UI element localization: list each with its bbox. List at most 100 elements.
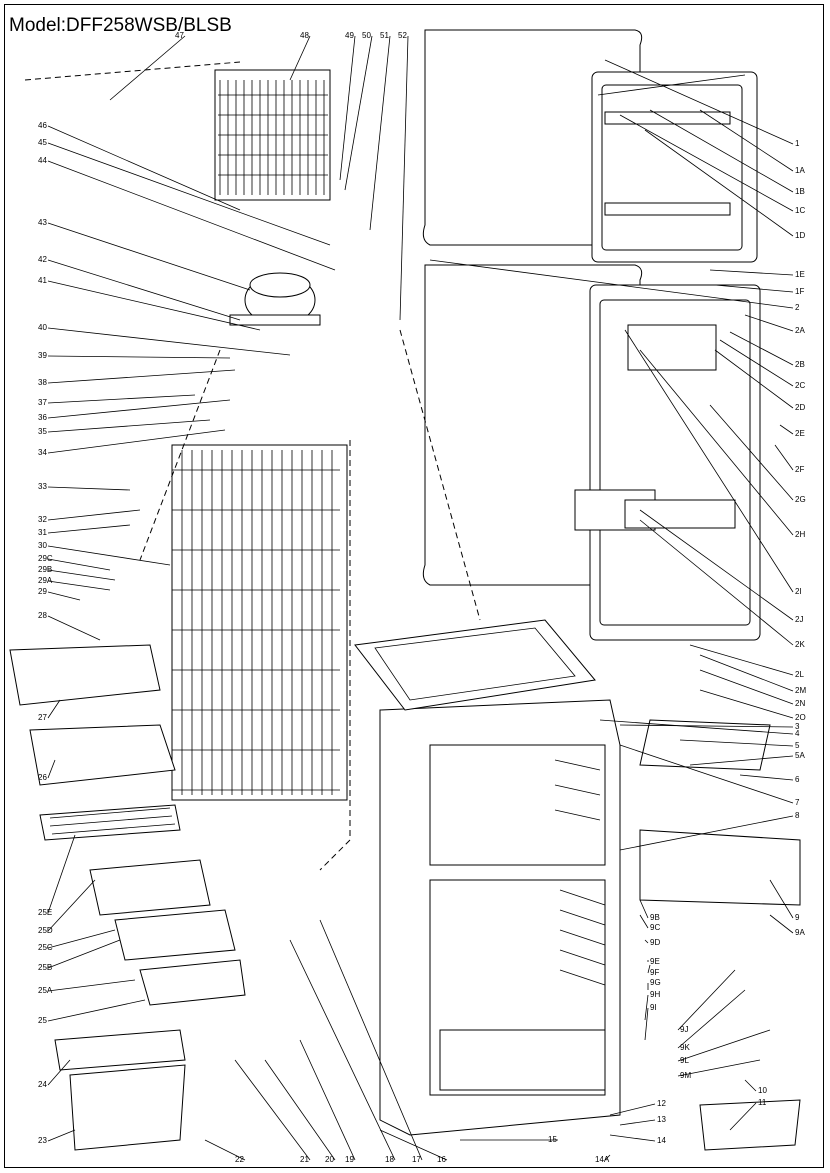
callout-14: 14 bbox=[657, 1136, 666, 1145]
leader-line-51 bbox=[369, 35, 391, 231]
leader-line-9D bbox=[644, 939, 649, 944]
callout-41: 41 bbox=[38, 276, 47, 285]
callout-1E: 1E bbox=[795, 270, 805, 279]
leader-line-1F bbox=[714, 284, 794, 293]
callout-11: 11 bbox=[758, 1098, 767, 1107]
leader-line-25D bbox=[47, 879, 96, 932]
leader-line-2O bbox=[699, 689, 794, 719]
leader-line-2I bbox=[624, 329, 794, 593]
leader-line-34 bbox=[47, 429, 226, 454]
leader-line-45 bbox=[47, 142, 331, 246]
leader-line-20 bbox=[264, 1059, 336, 1161]
callout-16: 16 bbox=[437, 1155, 446, 1164]
callout-2M: 2M bbox=[795, 686, 806, 695]
leader-line-49 bbox=[339, 35, 356, 181]
leader-line-3 bbox=[619, 724, 794, 728]
leader-line-1 bbox=[604, 59, 794, 145]
callout-2: 2 bbox=[795, 303, 800, 312]
callout-46: 46 bbox=[38, 121, 47, 130]
leader-line-25B bbox=[47, 939, 121, 969]
leader-line-9H bbox=[644, 994, 649, 1021]
leader-line-47 bbox=[109, 35, 186, 101]
fridge-door bbox=[422, 264, 761, 641]
callout-9G: 9G bbox=[650, 978, 661, 987]
diagram-frame bbox=[4, 4, 824, 1168]
leader-line-44 bbox=[47, 160, 336, 271]
leader-line-29B bbox=[47, 569, 116, 581]
leader-line-4 bbox=[599, 719, 794, 735]
leader-line-21 bbox=[234, 1059, 311, 1161]
callout-25C: 25C bbox=[38, 943, 53, 952]
leader-line-9 bbox=[769, 879, 794, 919]
callout-1F: 1F bbox=[795, 287, 804, 296]
refrigerator-cabinet bbox=[379, 699, 621, 1136]
leader-line-2J bbox=[639, 509, 794, 621]
leader-line-9J bbox=[677, 969, 736, 1031]
callout-15: 15 bbox=[548, 1135, 557, 1144]
callout-9A: 9A bbox=[795, 928, 805, 937]
model-title: Model:DFF258WSB/BLSB bbox=[9, 15, 232, 36]
leader-line-38 bbox=[47, 369, 236, 384]
leader-line-5 bbox=[679, 739, 794, 747]
callout-22: 22 bbox=[235, 1155, 244, 1164]
callout-42: 42 bbox=[38, 255, 47, 264]
leader-line-25A bbox=[47, 979, 136, 992]
leader-line-9K bbox=[677, 989, 746, 1049]
leader-line-42 bbox=[47, 259, 241, 321]
callout-26: 26 bbox=[38, 773, 47, 782]
callout-9B: 9B bbox=[650, 913, 660, 922]
leader-line-9C bbox=[639, 914, 649, 929]
callout-2L: 2L bbox=[795, 670, 804, 679]
leader-line-18 bbox=[289, 939, 396, 1161]
callout-1B: 1B bbox=[795, 187, 805, 196]
callout-2F: 2F bbox=[795, 465, 804, 474]
callout-8: 8 bbox=[795, 811, 800, 820]
callout-32: 32 bbox=[38, 515, 47, 524]
callout-29B: 29B bbox=[38, 565, 52, 574]
callout-2K: 2K bbox=[795, 640, 805, 649]
leader-line-48 bbox=[289, 35, 311, 81]
leader-line-2D bbox=[714, 349, 794, 409]
callout-5: 5 bbox=[795, 741, 800, 750]
leader-line-29 bbox=[47, 591, 81, 601]
leader-line-27 bbox=[47, 699, 61, 719]
callout-39: 39 bbox=[38, 351, 47, 360]
leader-line-8 bbox=[619, 815, 794, 851]
callout-51: 51 bbox=[380, 31, 389, 40]
leader-line-25C bbox=[47, 929, 116, 949]
leader-line-1A bbox=[699, 109, 794, 172]
callout-50: 50 bbox=[362, 31, 371, 40]
callout-17: 17 bbox=[412, 1155, 421, 1164]
leader-line-2K bbox=[639, 519, 794, 646]
callout-1A: 1A bbox=[795, 166, 805, 175]
leader-line-2G bbox=[709, 404, 794, 501]
callout-3: 3 bbox=[795, 722, 800, 731]
leader-line-19 bbox=[299, 1039, 356, 1161]
callout-2J: 2J bbox=[795, 615, 803, 624]
leader-line-2H bbox=[639, 349, 794, 536]
callout-9: 9 bbox=[795, 913, 800, 922]
callout-2G: 2G bbox=[795, 495, 806, 504]
leader-line-9L bbox=[677, 1029, 771, 1062]
callout-2N: 2N bbox=[795, 699, 805, 708]
leader-line-46 bbox=[47, 125, 241, 211]
leader-line-14 bbox=[609, 1134, 656, 1142]
leader-line-39 bbox=[47, 355, 231, 359]
leader-line-2F bbox=[774, 444, 794, 471]
callout-25B: 25B bbox=[38, 963, 52, 972]
callout-7: 7 bbox=[795, 798, 800, 807]
callout-25D: 25D bbox=[38, 926, 53, 935]
compressor bbox=[229, 272, 321, 326]
callout-18: 18 bbox=[385, 1155, 394, 1164]
callout-19: 19 bbox=[345, 1155, 354, 1164]
leader-line-50 bbox=[344, 35, 373, 191]
leader-line-35 bbox=[47, 419, 211, 433]
callout-9E: 9E bbox=[650, 957, 660, 966]
leader-line-1B bbox=[649, 109, 794, 193]
callout-48: 48 bbox=[300, 31, 309, 40]
callout-5A: 5A bbox=[795, 751, 805, 760]
callout-36: 36 bbox=[38, 413, 47, 422]
callout-31: 31 bbox=[38, 528, 47, 537]
callout-2A: 2A bbox=[795, 326, 805, 335]
leader-line-2A bbox=[744, 314, 794, 332]
